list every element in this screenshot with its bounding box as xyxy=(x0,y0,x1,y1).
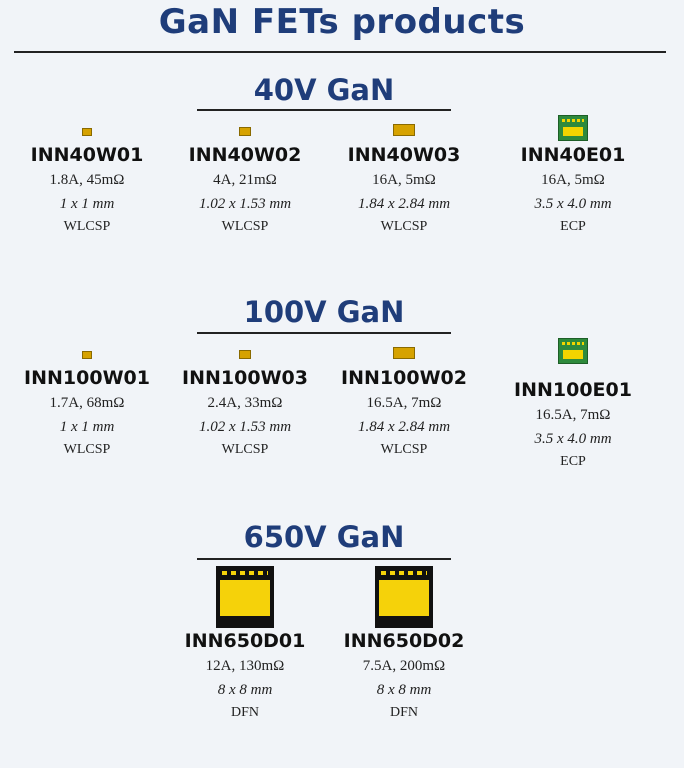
chip-icon xyxy=(393,347,415,359)
ecp-chip-icon xyxy=(558,115,588,141)
product-package: WLCSP xyxy=(380,442,428,457)
product-name: INN650D01 xyxy=(184,630,306,652)
product-spec: 1.7A, 68mΩ xyxy=(49,395,125,411)
product-size: 1.84 x 2.84 mm xyxy=(357,419,451,435)
page-title: GaN FETs products xyxy=(158,2,526,42)
product-INN650D02: INN650D02 7.5A, 200mΩ 8 x 8 mm DFN xyxy=(334,566,474,721)
section-title: 650V GaN xyxy=(243,520,405,554)
product-spec: 16.5A, 7mΩ xyxy=(366,395,442,411)
product-spec: 16.5A, 7mΩ xyxy=(535,407,611,423)
product-INN100W03: INN100W03 2.4A, 33mΩ 1.02 x 1.53 mm WLCS… xyxy=(175,335,315,458)
product-package: WLCSP xyxy=(63,442,111,457)
product-name: INN40W02 xyxy=(188,144,302,166)
product-name: INN100W02 xyxy=(341,367,467,389)
product-name: INN40W03 xyxy=(347,144,461,166)
section-100v: 100V GaN xyxy=(0,0,684,334)
product-size: 3.5 x 4.0 mm xyxy=(534,431,612,447)
product-size: 3.5 x 4.0 mm xyxy=(534,196,612,212)
section-650v: 650V GaN xyxy=(0,0,684,560)
product-size: 1 x 1 mm xyxy=(59,196,115,212)
section-underline xyxy=(197,558,451,560)
product-package: WLCSP xyxy=(221,219,269,234)
product-name: INN100W03 xyxy=(182,367,308,389)
product-INN100E01: INN100E01 16.5A, 7mΩ 3.5 x 4.0 mm ECP xyxy=(503,335,643,470)
section-underline xyxy=(197,109,451,111)
product-name: INN650D02 xyxy=(343,630,465,652)
dfn-chip-icon xyxy=(375,566,433,628)
section-40v: 40V GaN xyxy=(0,0,684,111)
product-INN40W02: INN40W02 4A, 21mΩ 1.02 x 1.53 mm WLCSP xyxy=(175,112,315,235)
product-size: 1.02 x 1.53 mm xyxy=(198,419,292,435)
product-name: INN100W01 xyxy=(24,367,150,389)
product-package: WLCSP xyxy=(380,219,428,234)
product-package: WLCSP xyxy=(63,219,111,234)
dfn-chip-icon xyxy=(216,566,274,628)
product-spec: 4A, 21mΩ xyxy=(213,172,277,188)
product-spec: 1.8A, 45mΩ xyxy=(49,172,125,188)
small-chip-icon xyxy=(82,128,92,136)
product-spec: 7.5A, 200mΩ xyxy=(362,658,446,674)
product-INN100W01: INN100W01 1.7A, 68mΩ 1 x 1 mm WLCSP xyxy=(17,335,157,458)
product-package: WLCSP xyxy=(221,442,269,457)
product-size: 8 x 8 mm xyxy=(376,682,432,698)
product-name: INN40E01 xyxy=(520,144,626,166)
small-chip-icon xyxy=(82,351,92,359)
small-chip-icon xyxy=(239,127,251,136)
product-package: DFN xyxy=(230,705,259,720)
product-size: 1.02 x 1.53 mm xyxy=(198,196,292,212)
ecp-chip-icon xyxy=(558,338,588,364)
chip-icon xyxy=(393,124,415,136)
section-title: 40V GaN xyxy=(253,73,395,107)
product-size: 1 x 1 mm xyxy=(59,419,115,435)
product-INN40E01: INN40E01 16A, 5mΩ 3.5 x 4.0 mm ECP xyxy=(503,112,643,235)
product-INN40W03: INN40W03 16A, 5mΩ 1.84 x 2.84 mm WLCSP xyxy=(334,112,474,235)
product-name: INN100E01 xyxy=(514,379,632,401)
product-package: ECP xyxy=(560,454,586,469)
product-name: INN40W01 xyxy=(30,144,144,166)
product-INN100W02: INN100W02 16.5A, 7mΩ 1.84 x 2.84 mm WLCS… xyxy=(334,335,474,458)
section-title: 100V GaN xyxy=(243,295,405,329)
product-spec: 12A, 130mΩ xyxy=(205,658,285,674)
product-size: 8 x 8 mm xyxy=(217,682,273,698)
section-underline xyxy=(197,332,451,334)
product-package: DFN xyxy=(389,705,418,720)
title-divider xyxy=(14,51,666,53)
product-INN40W01: INN40W01 1.8A, 45mΩ 1 x 1 mm WLCSP xyxy=(17,112,157,235)
product-size: 1.84 x 2.84 mm xyxy=(357,196,451,212)
product-spec: 2.4A, 33mΩ xyxy=(207,395,283,411)
product-spec: 16A, 5mΩ xyxy=(541,172,605,188)
small-chip-icon xyxy=(239,350,251,359)
product-INN650D01: INN650D01 12A, 130mΩ 8 x 8 mm DFN xyxy=(175,566,315,721)
product-package: ECP xyxy=(560,219,586,234)
product-spec: 16A, 5mΩ xyxy=(372,172,436,188)
